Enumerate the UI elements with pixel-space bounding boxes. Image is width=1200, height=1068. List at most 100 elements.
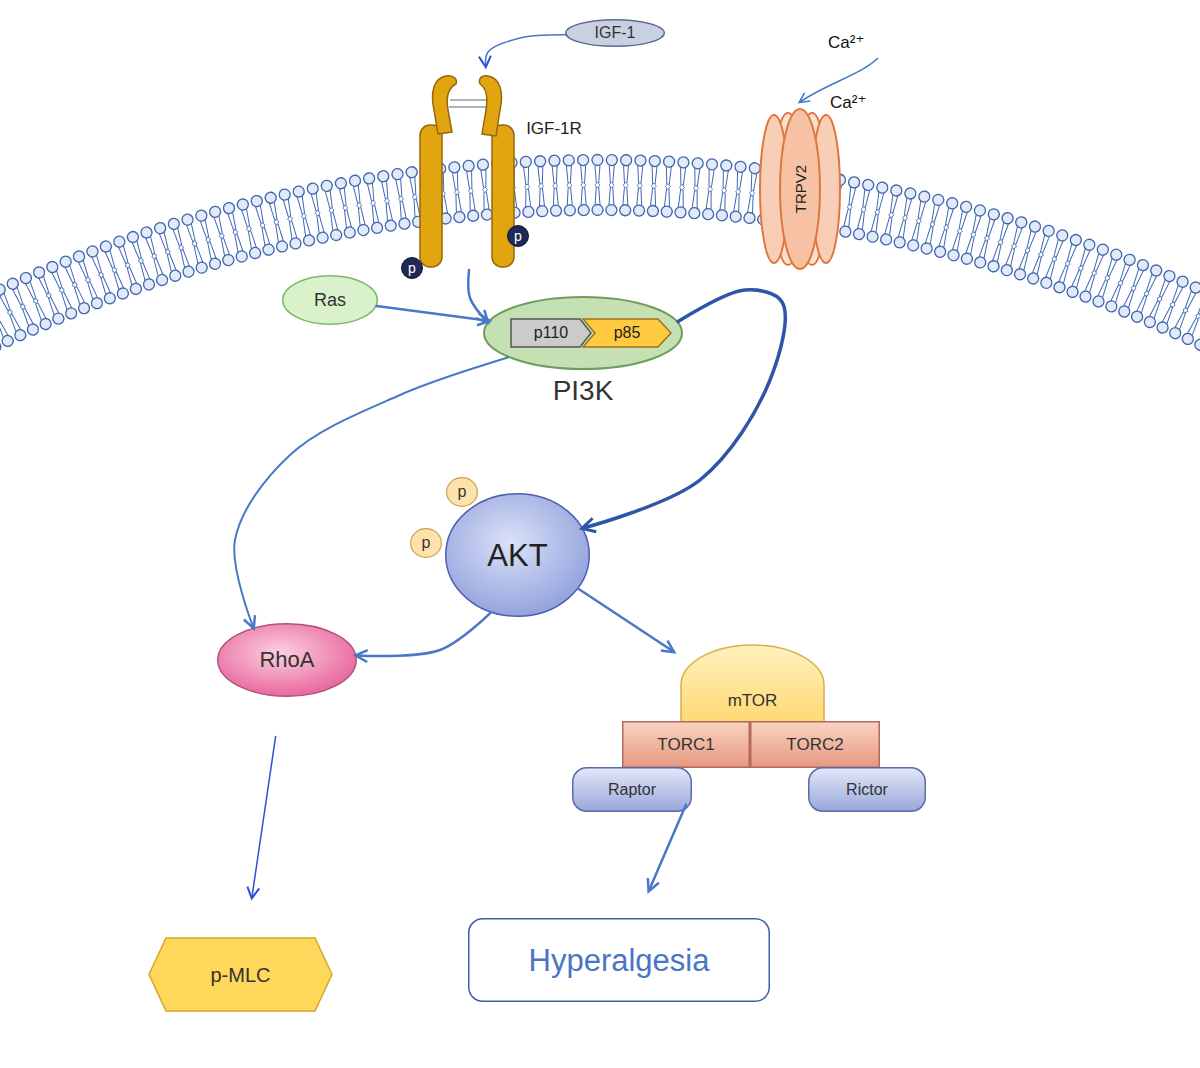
lipid-tail — [627, 187, 629, 205]
lipid-tail — [469, 193, 472, 211]
lipid-joint — [232, 229, 238, 236]
lipid-pair — [973, 208, 1000, 270]
lipid-tail — [65, 267, 73, 284]
lipid-head — [398, 217, 410, 229]
lipid-head — [1193, 337, 1200, 352]
lipid-head — [292, 185, 305, 198]
signal-arrow — [578, 589, 673, 652]
lipid-tail — [301, 196, 306, 214]
receptor-chain — [492, 125, 514, 267]
lipid-tail — [1029, 232, 1036, 250]
lipid-tail — [920, 202, 925, 220]
subunit-chevron: p85 — [582, 318, 672, 348]
lipid-tail — [1122, 265, 1130, 282]
lipid-tail — [1096, 255, 1103, 272]
lipid-pair — [702, 158, 718, 220]
lipid-tail — [470, 171, 473, 189]
phosphate-circle: p — [446, 477, 478, 507]
lipid-tail — [245, 209, 251, 227]
lipid-tail — [668, 189, 670, 207]
lipid-head — [195, 209, 209, 223]
lipid-tail — [539, 188, 541, 206]
lipid-tail — [210, 241, 216, 259]
lipid-head — [578, 155, 589, 166]
lipid-tail — [259, 205, 265, 223]
lipid-tail — [483, 192, 486, 210]
lipid-pair — [6, 277, 41, 337]
lipid-tail — [64, 291, 72, 308]
lipid-joint — [1143, 290, 1150, 297]
lipid-tail — [1062, 266, 1069, 283]
lipid-joint — [665, 183, 670, 189]
lipid-tail — [952, 232, 958, 250]
lipid-tail — [595, 187, 596, 205]
lipid-head — [155, 273, 169, 287]
lipid-tail — [325, 191, 330, 209]
lipid-pair — [592, 154, 603, 215]
lipid-head — [853, 228, 866, 241]
lipid-pair — [1078, 243, 1109, 304]
lipid-tail — [1187, 293, 1196, 310]
lipid-joint — [1064, 260, 1071, 267]
lipid-tail — [939, 229, 945, 247]
lipid-tail — [485, 170, 488, 188]
lipid-tail — [47, 298, 55, 315]
lipid-tail — [929, 226, 934, 244]
node-label: IGF-1R — [513, 116, 595, 140]
lipid-head — [606, 205, 617, 216]
lipid-tail — [1162, 305, 1170, 322]
lipid-tail — [613, 165, 614, 183]
lipid-joint — [623, 182, 628, 188]
lipid-tail — [999, 222, 1005, 240]
complex-dome: mTOR — [680, 645, 825, 725]
lipid-tail — [1175, 311, 1184, 328]
lipid-joint — [454, 189, 460, 195]
lipid-pair — [620, 155, 632, 216]
lipid-head — [463, 160, 475, 172]
lipid-head — [371, 221, 384, 234]
lipid-joint — [1182, 307, 1189, 315]
phosphate-circle: p — [507, 225, 529, 247]
node-shape — [149, 938, 332, 1011]
lipid-head — [1104, 299, 1118, 313]
lipid-tail — [875, 214, 880, 232]
lipid-joint — [1038, 251, 1045, 258]
lipid-pair — [1065, 238, 1096, 299]
lipid-head — [1155, 320, 1169, 334]
lipid-tail — [1166, 307, 1174, 324]
lipid-head — [536, 205, 547, 216]
lipid-joint — [1024, 247, 1031, 254]
lipid-head — [904, 187, 917, 200]
lipid-head — [550, 205, 561, 216]
lipid-joint — [98, 271, 105, 278]
lipid-tail — [353, 186, 357, 204]
lipid-tail — [567, 187, 569, 205]
lipid-tail — [708, 169, 711, 187]
lipid-tail — [149, 236, 156, 254]
lipid-head — [633, 205, 644, 216]
lipid-tail — [129, 266, 136, 283]
node-outline — [680, 645, 825, 725]
lipid-head — [142, 277, 156, 291]
subunit-arrow: p110 — [510, 318, 592, 348]
lipid-tail — [710, 191, 713, 209]
lipid-tail — [861, 212, 866, 230]
lipid-joint — [138, 257, 145, 264]
lipid-head — [620, 205, 631, 216]
lipid-head — [688, 207, 700, 219]
lipid-head — [262, 243, 275, 256]
node-shape — [411, 529, 442, 558]
lipid-pair — [59, 255, 92, 316]
lipid-head — [406, 166, 418, 178]
signal-arrow — [468, 270, 487, 322]
lipid-tail — [879, 193, 884, 211]
lipid-tail — [1039, 235, 1046, 253]
lipid-tail — [683, 167, 685, 185]
lipid-head — [26, 322, 41, 337]
lipid-tail — [524, 167, 526, 185]
lipid-tail — [680, 167, 682, 185]
node-shape — [402, 258, 423, 279]
lipid-tail — [969, 237, 975, 255]
lipid-head — [749, 162, 761, 174]
disulfide-bond — [450, 100, 486, 101]
